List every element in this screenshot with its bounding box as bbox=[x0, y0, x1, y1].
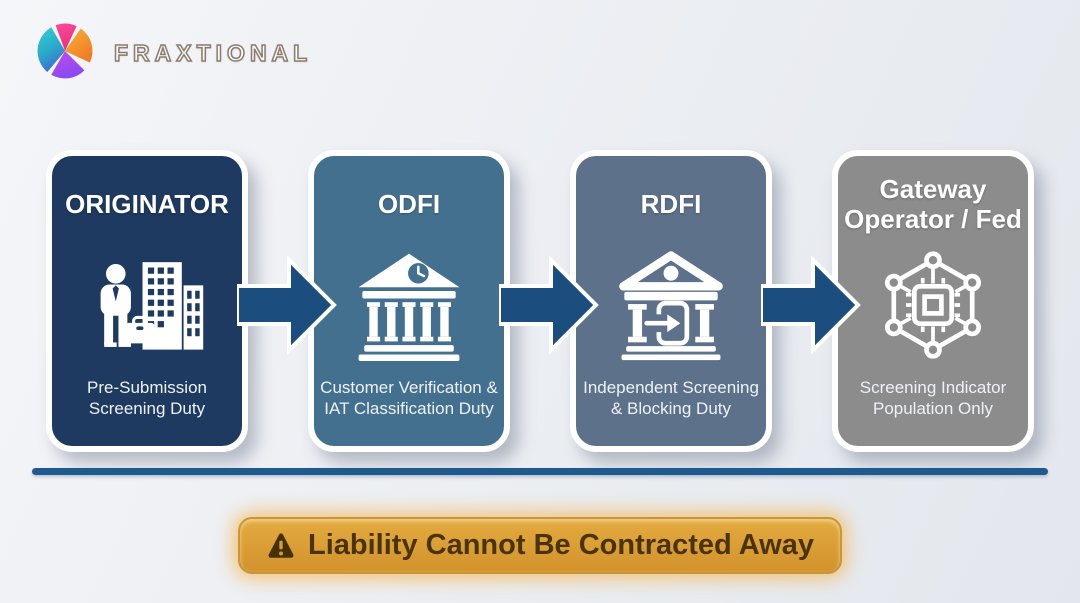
card-rdfi: RDFI Independent Screening & Blocking Du… bbox=[570, 150, 772, 452]
brand-logo: FRAXTIONAL bbox=[28, 14, 312, 88]
card-title: ODFI bbox=[377, 189, 441, 220]
liability-banner: Liability Cannot Be Contracted Away bbox=[238, 517, 842, 574]
card-duty: Independent Screening & Blocking Duty bbox=[583, 377, 759, 419]
card-originator: ORIGINATOR bbox=[46, 150, 248, 452]
arrow-rdfi-to-gateway bbox=[761, 255, 861, 355]
card-duty: Customer Verification & IAT Classificati… bbox=[320, 377, 498, 419]
pinwheel-logo-icon bbox=[37, 23, 93, 79]
card-odfi: ODFI Customer Verification & IAT Classif… bbox=[308, 150, 510, 452]
card-duty: Pre-Submission Screening Duty bbox=[87, 377, 207, 419]
businessperson-buildings-icon bbox=[89, 234, 205, 377]
card-gateway-operator-fed: Gateway Operator / Fed bbox=[832, 150, 1034, 452]
card-title: RDFI bbox=[640, 189, 702, 220]
bank-clock-icon bbox=[351, 234, 467, 377]
divider-line bbox=[32, 468, 1048, 475]
bank-transfer-icon bbox=[613, 234, 729, 377]
card-title: Gateway Operator / Fed bbox=[844, 174, 1022, 234]
banner-label: Liability Cannot Be Contracted Away bbox=[308, 529, 814, 561]
arrow-originator-to-odfi bbox=[237, 255, 337, 355]
warning-icon bbox=[268, 532, 294, 558]
card-duty: Screening Indicator Population Only bbox=[859, 377, 1007, 419]
network-chip-icon bbox=[875, 234, 991, 377]
arrow-odfi-to-rdfi bbox=[499, 255, 599, 355]
brand-name: FRAXTIONAL bbox=[113, 39, 313, 67]
card-title: ORIGINATOR bbox=[65, 189, 229, 220]
